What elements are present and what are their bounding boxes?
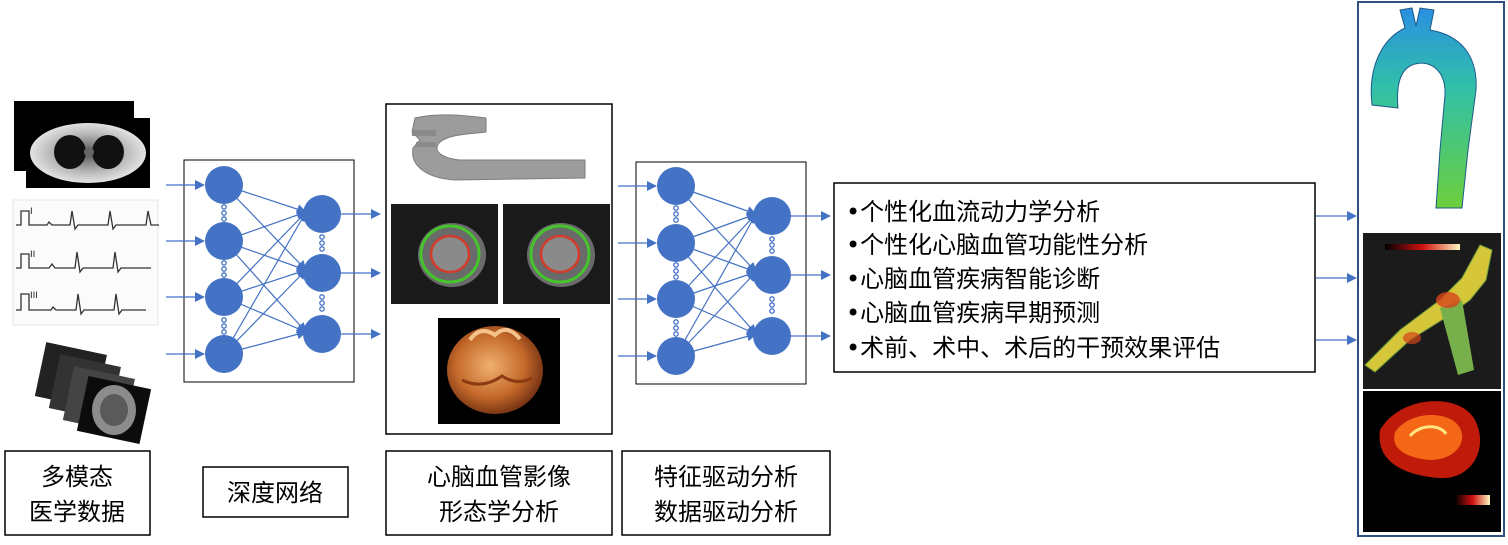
cardiac-mri-segmentation-image bbox=[391, 204, 610, 304]
caption-analysis-line2: 数据驱动分析 bbox=[654, 498, 798, 526]
ecg-lead-label-2: II bbox=[30, 250, 35, 260]
caption-data-line2: 医学数据 bbox=[29, 498, 125, 526]
caption-analysis-line1: 特征驱动分析 bbox=[654, 463, 798, 491]
caption-deep-network: 深度网络 bbox=[227, 479, 323, 507]
morphology-box bbox=[385, 103, 613, 435]
aorta-model-image bbox=[411, 114, 586, 181]
caption-box-analysis bbox=[621, 450, 831, 536]
feature-network-graph bbox=[618, 181, 831, 361]
mri-stack-image bbox=[34, 342, 152, 445]
aorta-flow-map-image bbox=[1370, 7, 1477, 209]
result-arrows bbox=[1316, 211, 1357, 345]
caption-morphology-line2: 形态学分析 bbox=[439, 498, 559, 526]
cardiac-heatmap-image bbox=[1363, 391, 1501, 532]
deep-network-graph bbox=[166, 180, 381, 359]
output-item-2: •个性化心脑血管功能性分析 bbox=[846, 231, 1148, 259]
deep-network-box bbox=[183, 159, 355, 383]
output-item-5: •术前、术中、术后的干预效果评估 bbox=[846, 334, 1220, 362]
ecg-lead-label-1: I bbox=[30, 207, 33, 217]
results-frame bbox=[1357, 1, 1505, 537]
caption-box-morphology bbox=[385, 450, 613, 536]
ecg-trace-image: I II III bbox=[12, 199, 159, 326]
feature-network-ellipsis bbox=[673, 205, 775, 337]
caption-morphology-line1: 心脑血管影像 bbox=[427, 463, 571, 491]
output-item-4: •心脑血管疾病早期预测 bbox=[846, 299, 1100, 327]
vessel-stress-map-image bbox=[1363, 233, 1501, 389]
caption-box-deep-network bbox=[202, 466, 349, 518]
caption-box-data bbox=[4, 450, 151, 536]
outputs-box bbox=[833, 182, 1316, 373]
deep-network-ellipsis bbox=[221, 204, 325, 335]
caption-data-line1: 多模态 bbox=[41, 463, 113, 491]
heart-volume-render-image bbox=[438, 318, 560, 424]
output-item-1: •个性化血流动力学分析 bbox=[846, 198, 1100, 226]
ecg-lead-label-3: III bbox=[30, 291, 38, 301]
output-item-3: •心脑血管疾病智能诊断 bbox=[846, 265, 1100, 293]
feature-network-box bbox=[635, 161, 807, 385]
deep-network-nodes bbox=[205, 166, 341, 373]
ct-scan-image bbox=[14, 101, 150, 188]
feature-network-nodes bbox=[657, 167, 791, 375]
